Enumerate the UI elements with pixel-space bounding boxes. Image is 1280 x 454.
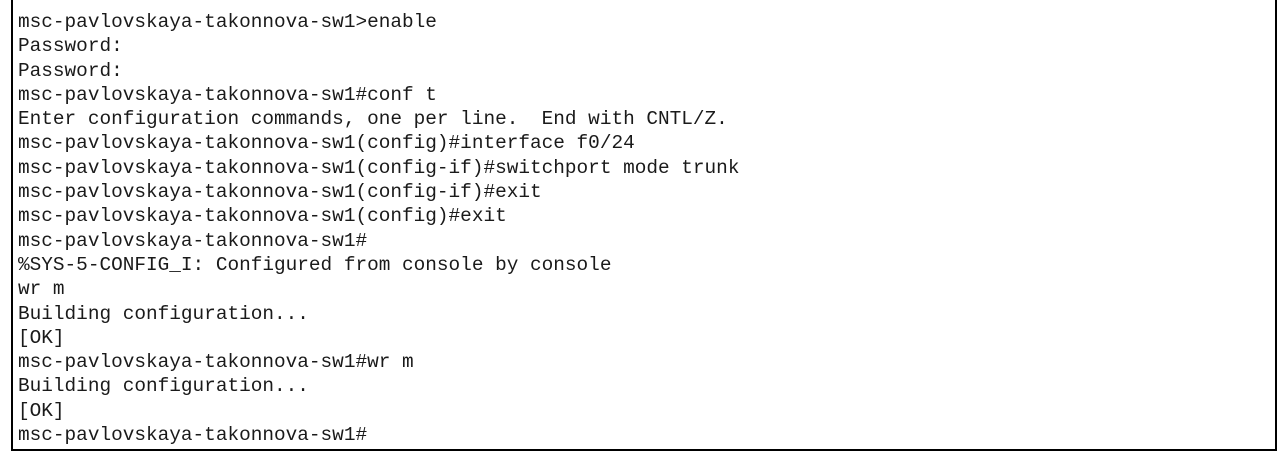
terminal-line: wr m [18,278,65,301]
terminal-line: Building configuration... [18,375,309,398]
terminal-line: msc-pavlovskaya-takonnova-sw1# [18,229,368,252]
terminal-line: Enter configuration commands, one per li… [18,108,728,131]
terminal-line: msc-pavlovskaya-takonnova-sw1(config-if)… [18,156,740,179]
terminal-line: msc-pavlovskaya-takonnova-sw1>enable [18,11,437,33]
terminal-line: msc-pavlovskaya-takonnova-sw1(config)#in… [18,132,635,155]
terminal-output[interactable]: msc-pavlovskaya-takonnova-sw1>enable Pas… [11,0,1277,451]
terminal-line: msc-pavlovskaya-takonnova-sw1(config)#ex… [18,205,507,228]
terminal-line: msc-pavlovskaya-takonnova-sw1#conf t [18,83,437,106]
terminal-line: %SYS-5-CONFIG_I: Configured from console… [18,253,612,276]
terminal-line: [OK] [18,399,65,422]
terminal-line: Password: [18,59,123,82]
terminal-line: Building configuration... [18,302,309,325]
terminal-prompt[interactable]: msc-pavlovskaya-takonnova-sw1# [18,424,368,447]
terminal-line: [OK] [18,326,65,349]
terminal-line: msc-pavlovskaya-takonnova-sw1(config-if)… [18,181,542,204]
terminal-line: Password: [18,35,123,58]
terminal-line: msc-pavlovskaya-takonnova-sw1#wr m [18,351,414,374]
